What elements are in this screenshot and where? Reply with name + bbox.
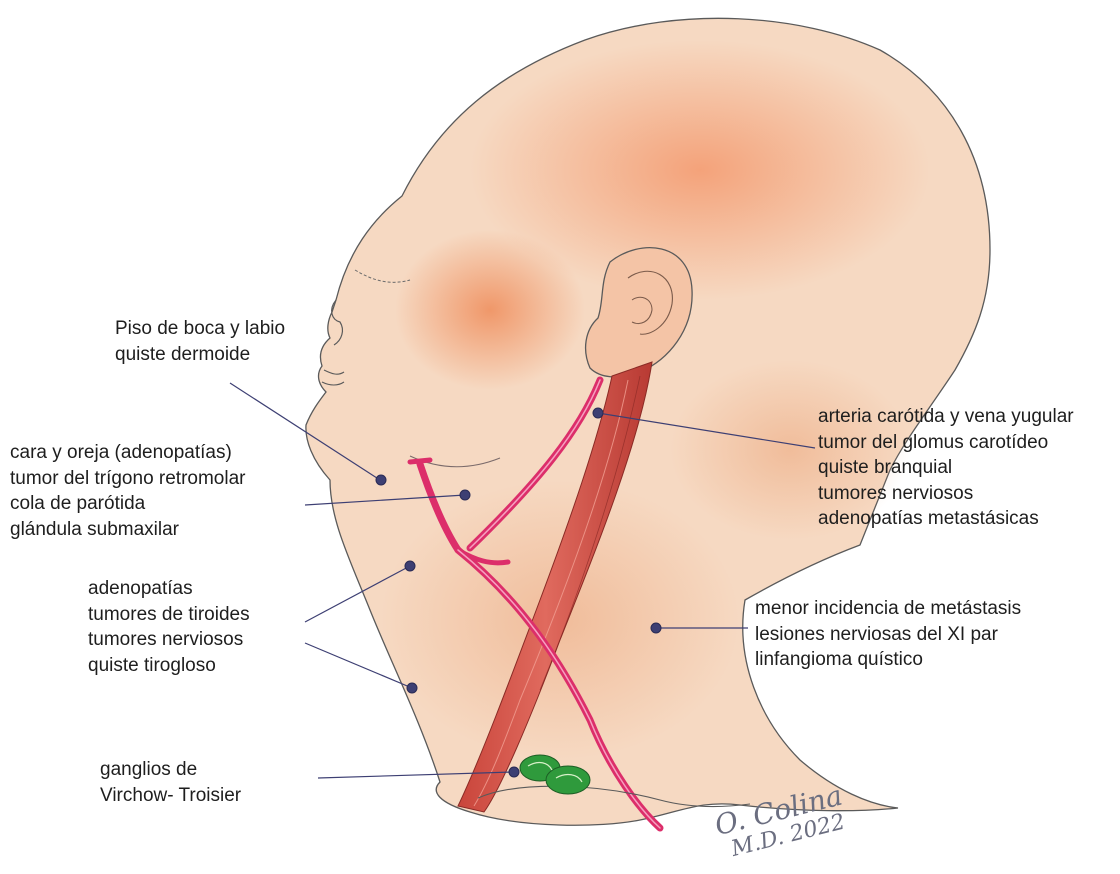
- dot-virchow: [509, 767, 519, 777]
- label-line: Virchow- Troisier: [100, 783, 241, 809]
- label-line: lesiones nerviosas del XI par: [755, 622, 1021, 648]
- label-line: menor incidencia de metástasis: [755, 596, 1021, 622]
- label-line: adenopatías metastásicas: [818, 506, 1074, 532]
- dot-thyroid-lower: [407, 683, 417, 693]
- dot-carotid: [593, 408, 603, 418]
- label-line: adenopatías: [88, 576, 250, 602]
- label-line: cola de parótida: [10, 491, 246, 517]
- label-line: quiste tirogloso: [88, 653, 250, 679]
- dot-floor-mouth: [376, 475, 386, 485]
- label-line: tumor del glomus carotídeo: [818, 430, 1074, 456]
- label-floor-mouth: Piso de boca y labio quiste dermoide: [115, 316, 285, 367]
- label-posterior: menor incidencia de metástasis lesiones …: [755, 596, 1021, 673]
- label-line: tumores nerviosos: [88, 627, 250, 653]
- label-carotid: arteria carótida y vena yugular tumor de…: [818, 404, 1074, 532]
- dot-thyroid-upper: [405, 561, 415, 571]
- cheek-blush: [395, 230, 585, 390]
- label-line: glándula submaxilar: [10, 517, 246, 543]
- label-line: tumor del trígono retromolar: [10, 466, 246, 492]
- label-line: tumores de tiroides: [88, 602, 250, 628]
- label-line: quiste branquial: [818, 455, 1074, 481]
- label-line: cara y oreja (adenopatías): [10, 440, 246, 466]
- label-line: arteria carótida y vena yugular: [818, 404, 1074, 430]
- label-central: adenopatías tumores de tiroides tumores …: [88, 576, 250, 678]
- label-line: quiste dermoide: [115, 342, 285, 368]
- label-virchow: ganglios de Virchow- Troisier: [100, 757, 241, 808]
- label-line: Piso de boca y labio: [115, 316, 285, 342]
- label-line: tumores nerviosos: [818, 481, 1074, 507]
- label-face-ear: cara y oreja (adenopatías) tumor del trí…: [10, 440, 246, 542]
- dot-face-ear: [460, 490, 470, 500]
- label-line: ganglios de: [100, 757, 241, 783]
- dot-posterior: [651, 623, 661, 633]
- label-line: linfangioma quístico: [755, 647, 1021, 673]
